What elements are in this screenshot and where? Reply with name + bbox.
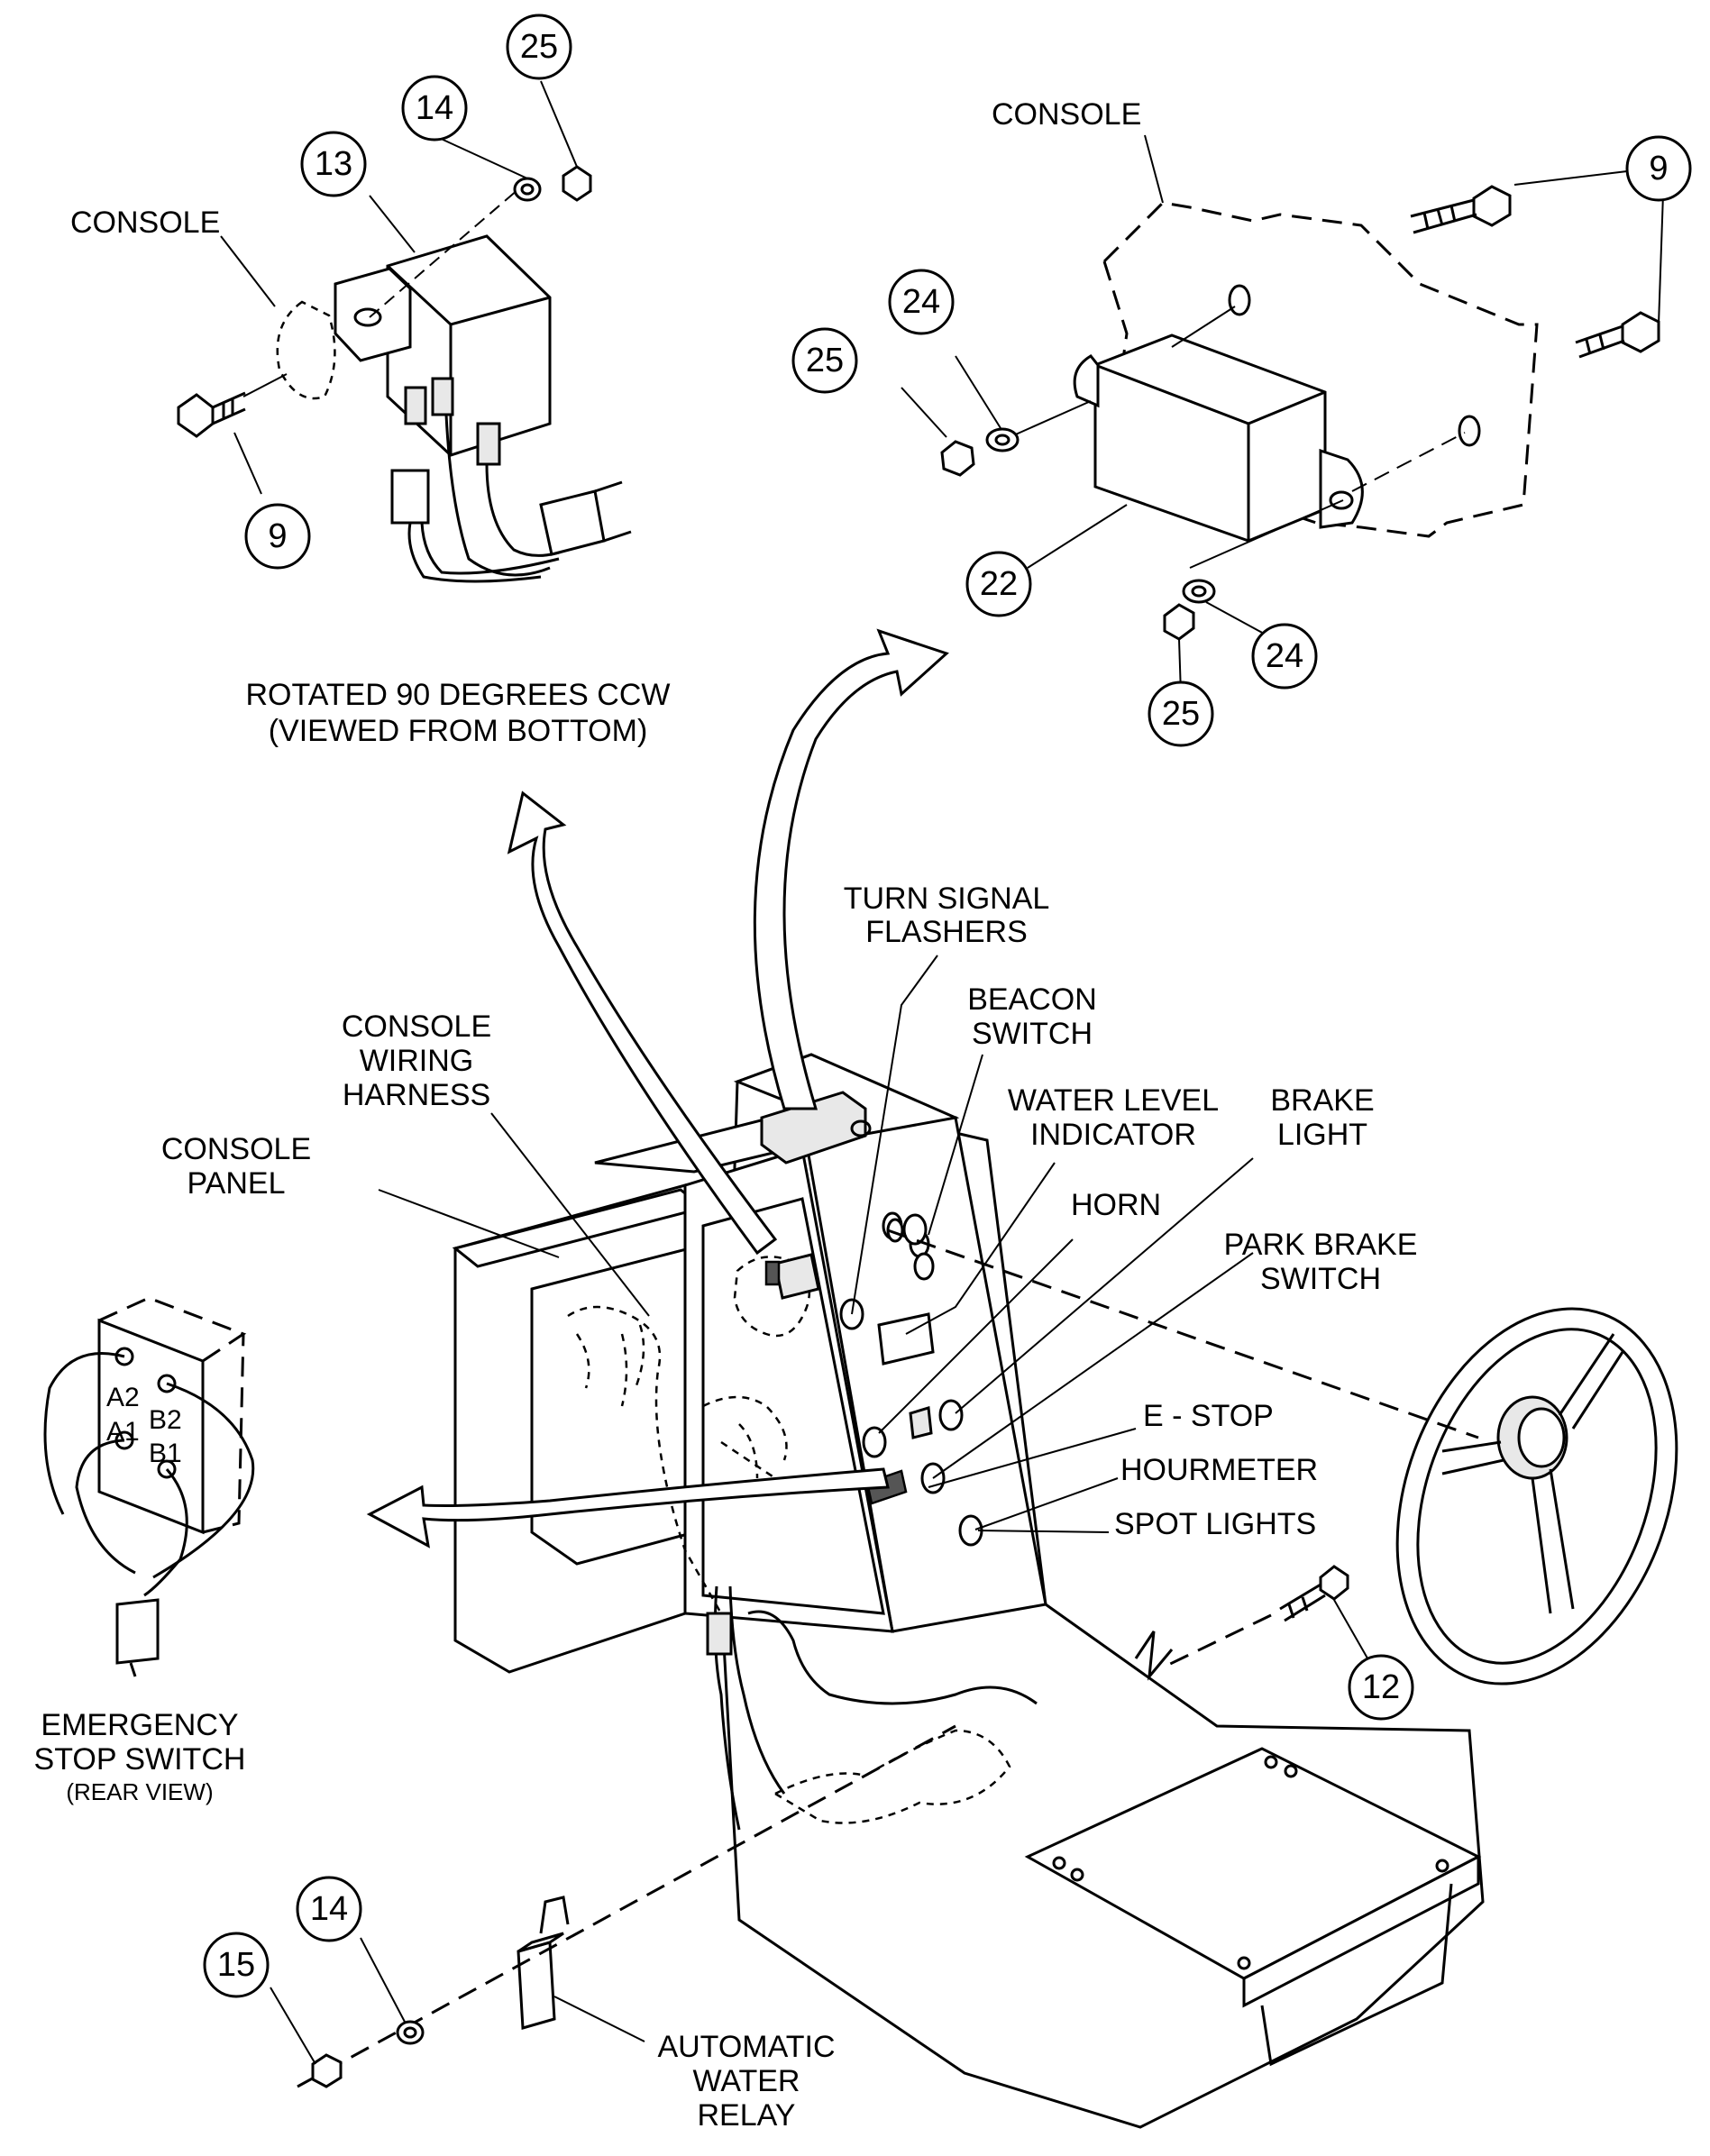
label-console-panel-1: CONSOLE (161, 1132, 311, 1166)
label-spot-lights: SPOT LIGHTS (1114, 1507, 1316, 1541)
callout-13: 13 (300, 131, 367, 197)
callout-24-lower: 24 (1251, 623, 1318, 690)
label-console-top-right: CONSOLE (992, 97, 1141, 132)
svg-text:15: 15 (217, 1946, 255, 1984)
steering-wheel (887, 1229, 1678, 1686)
label-console-panel-2: PANEL (187, 1166, 286, 1201)
svg-text:9: 9 (1649, 150, 1668, 187)
label-auto-relay-2: WATER (693, 2064, 800, 2098)
svg-text:24: 24 (1266, 637, 1303, 675)
label-brake-light-2: LIGHT (1277, 1118, 1367, 1152)
callout-25-top: 25 (506, 14, 572, 80)
flasher-module-detail (177, 80, 632, 583)
label-brake-light-1: BRAKE (1270, 1083, 1374, 1118)
emergency-stop-switch-detail (43, 1296, 255, 1677)
label-console-top-left: CONSOLE (70, 206, 220, 240)
label-beacon-1: BEACON (967, 982, 1097, 1017)
label-water-level-1: WATER LEVEL (1008, 1083, 1219, 1118)
svg-text:13: 13 (315, 145, 352, 183)
label-console-wiring-2: WIRING (360, 1044, 474, 1078)
svg-text:25: 25 (520, 28, 558, 66)
label-emergency-2: STOP SWITCH (34, 1742, 246, 1777)
water-relay-detail (270, 1565, 1371, 2088)
svg-text:25: 25 (1162, 695, 1200, 733)
labels: CONSOLE CONSOLE ROTATED 90 DEGREES CCW (… (34, 97, 1418, 2133)
relay-module-detail (901, 134, 1664, 695)
label-hourmeter: HOURMETER (1120, 1453, 1318, 1487)
svg-text:24: 24 (902, 283, 940, 321)
callout-14-top: 14 (401, 75, 468, 142)
label-turn-signal-2: FLASHERS (865, 915, 1028, 949)
label-park-brake-2: SWITCH (1260, 1262, 1381, 1296)
svg-text:12: 12 (1362, 1668, 1400, 1706)
callout-15: 15 (203, 1932, 270, 1998)
view-arrows (366, 628, 949, 1548)
svg-text:14: 14 (310, 1890, 348, 1928)
terminal-a2: A2 (106, 1383, 140, 1412)
callout-9-right: 9 (1625, 135, 1692, 202)
label-horn: HORN (1071, 1188, 1161, 1222)
callout-24-upper: 24 (888, 269, 955, 335)
callout-9-left: 9 (244, 503, 311, 570)
terminal-a1: A1 (106, 1417, 140, 1447)
terminal-b2: B2 (149, 1405, 182, 1435)
label-emergency-3: (REAR VIEW) (66, 1778, 213, 1805)
callout-14-bottom: 14 (296, 1876, 362, 1942)
label-rotated-line2: (VIEWED FROM BOTTOM) (269, 714, 648, 748)
label-beacon-2: SWITCH (972, 1017, 1093, 1051)
svg-text:9: 9 (268, 517, 287, 555)
label-auto-relay-1: AUTOMATIC (657, 2030, 835, 2064)
label-e-stop: E - STOP (1143, 1399, 1274, 1433)
callout-22: 22 (965, 551, 1032, 617)
label-turn-signal-1: TURN SIGNAL (844, 882, 1050, 916)
callouts: 25 14 13 9 9 24 25 22 24 25 12 14 15 (203, 14, 1692, 1998)
label-emergency-1: EMERGENCY (41, 1708, 238, 1742)
svg-text:14: 14 (416, 89, 453, 127)
label-auto-relay-3: RELAY (698, 2098, 796, 2133)
label-water-level-2: INDICATOR (1030, 1118, 1196, 1152)
callout-12: 12 (1348, 1654, 1414, 1721)
svg-text:25: 25 (806, 342, 844, 379)
svg-text:22: 22 (980, 565, 1018, 603)
label-leaders (378, 955, 1254, 1533)
label-console-wiring-1: CONSOLE (342, 1009, 491, 1044)
label-rotated-line1: ROTATED 90 DEGREES CCW (245, 678, 670, 712)
label-console-wiring-3: HARNESS (343, 1078, 490, 1112)
console-assembly (452, 1053, 1485, 2129)
callout-25-right: 25 (791, 327, 858, 394)
callout-25-lower: 25 (1148, 681, 1214, 747)
label-park-brake-1: PARK BRAKE (1224, 1228, 1418, 1262)
terminal-b1: B1 (149, 1439, 182, 1468)
